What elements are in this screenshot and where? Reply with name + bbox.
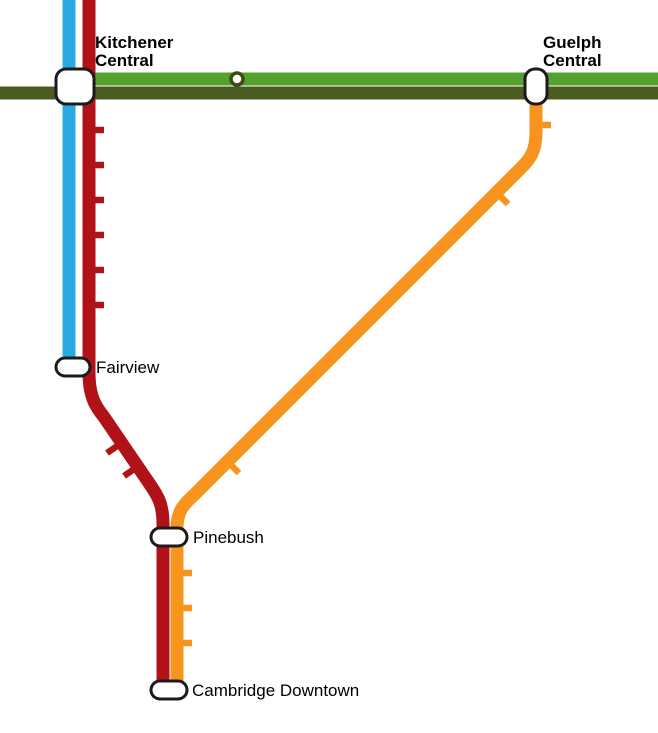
- red-line-ticks: [89, 126, 139, 479]
- station-label-kitchener-central-line1: Kitchener: [95, 33, 174, 52]
- station-label-kitchener-central-line2: Central: [95, 51, 154, 70]
- station-label-pinebush: Pinebush: [193, 528, 264, 547]
- station-marker-guelph-central: [523, 67, 549, 106]
- station-label-guelph-central-line1: Guelph: [543, 33, 602, 52]
- orange-line: [170, 95, 543, 691]
- tick-mark: [122, 464, 139, 479]
- station-marker-fairview: [54, 356, 92, 378]
- station-label-fairview: Fairview: [96, 358, 160, 377]
- red-line: [82, 0, 170, 691]
- station-label-cambridge-downtown: Cambridge Downtown: [192, 681, 359, 700]
- station-label-guelph-central-line2: Central: [543, 51, 602, 70]
- station-marker-cambridge-downtown: [149, 679, 189, 701]
- station-marker-pinebush: [149, 526, 189, 548]
- orange-line-ticks: [177, 121, 551, 647]
- station-marker-kitchener-central: [54, 67, 96, 106]
- tick-mark: [105, 441, 122, 456]
- tick-mark: [494, 190, 511, 207]
- tick-mark: [225, 459, 242, 476]
- minor-stop-marker: [229, 71, 245, 87]
